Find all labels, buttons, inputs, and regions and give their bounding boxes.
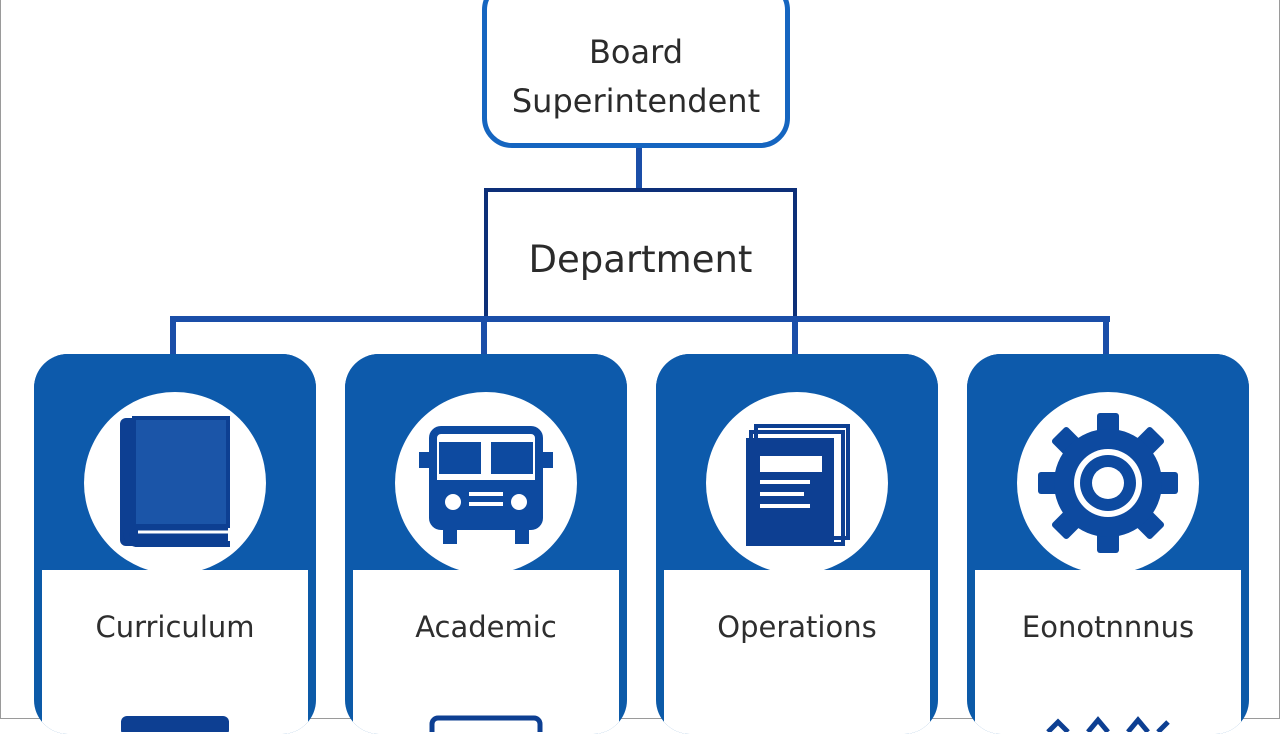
economics-label: Eonotnnnus (1021, 610, 1195, 644)
documents-icon (746, 424, 850, 546)
connector-bus (170, 316, 1110, 322)
board-superintendent-node[interactable]: Board Superintendent (482, 0, 790, 148)
connector-drop-1 (170, 316, 176, 356)
academic-card[interactable]: Academic (345, 354, 627, 734)
connector-root-dept (636, 148, 642, 190)
bus-icon-small (429, 715, 543, 732)
book-icon (120, 416, 230, 547)
operations-label: Operations (717, 610, 877, 644)
curriculum-card[interactable]: Curriculum (34, 354, 316, 734)
icon-circle (395, 392, 577, 574)
gear-icon-small (1046, 716, 1170, 732)
book-icon-small (121, 716, 229, 732)
bus-icon (419, 426, 553, 544)
board-label: Board (588, 33, 684, 71)
curriculum-label: Curriculum (95, 610, 255, 644)
academic-label: Academic (415, 610, 557, 644)
gear-icon (1038, 413, 1178, 553)
connector-drop-2 (481, 316, 487, 356)
icon-circle (84, 392, 266, 574)
icon-circle (706, 392, 888, 574)
card-body: Academic (353, 570, 619, 734)
department-label: Department (528, 238, 753, 281)
connector-drop-3 (792, 316, 798, 356)
superintendent-label: Superintendent (511, 82, 761, 120)
icon-circle (1017, 392, 1199, 574)
department-node[interactable]: Department (484, 188, 797, 320)
economics-card[interactable]: Eonotnnnus (967, 354, 1249, 734)
operations-card[interactable]: Operations (656, 354, 938, 734)
card-body: Operations (664, 570, 930, 734)
card-body: Curriculum (42, 570, 308, 734)
connector-drop-4 (1103, 316, 1109, 356)
card-body: Eonotnnnus (975, 570, 1241, 734)
